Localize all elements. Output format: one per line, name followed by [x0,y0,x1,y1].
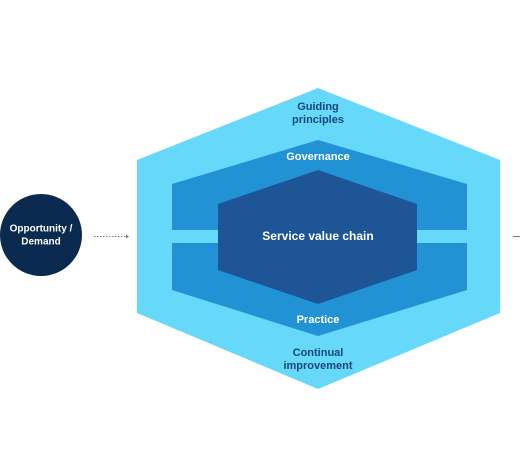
practice-label: Practice [297,314,340,326]
opportunity-demand-node [0,194,82,276]
service-value-chain-label: Service value chain [262,229,373,243]
continual-improvement-label-line2: improvement [283,360,352,372]
guiding-principles-label-line2: principles [292,114,344,126]
opportunity-demand-label-line1: Opportunity / [10,224,73,235]
service-value-chain-hexagon [218,170,417,304]
continual-improvement-label-line1: Continual [293,347,344,359]
guiding-principles-label-line1: Guiding [297,101,339,113]
connector-arrow-icon [126,234,129,239]
opportunity-demand-label-line2: Demand [21,237,60,248]
governance-label: Governance [286,151,350,163]
